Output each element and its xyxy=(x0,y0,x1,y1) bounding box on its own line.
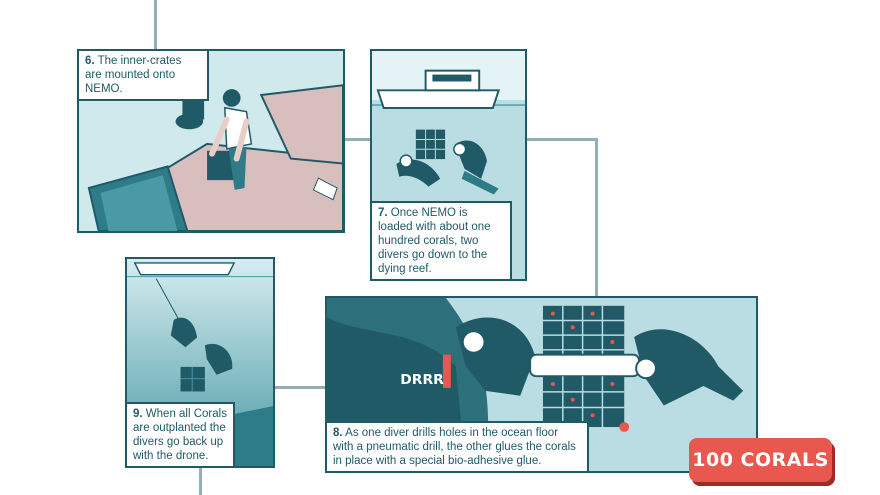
connector-line-6-7 xyxy=(344,138,372,141)
caption-number: 9. xyxy=(133,408,143,420)
caption-panel-8: 8. As one diver drills holes in the ocea… xyxy=(327,421,589,471)
connector-line-7-8-h xyxy=(526,138,598,141)
connector-line-8-9 xyxy=(273,386,327,389)
connector-line-top xyxy=(154,0,157,50)
comic-panel-9: 9. When all Corals are outplanted the di… xyxy=(125,257,275,468)
caption-text: When all Corals are outplanted the diver… xyxy=(133,408,227,462)
comic-panel-7: 7. Once NEMO is loaded with about one hu… xyxy=(370,49,527,281)
panel-6-illustration xyxy=(79,51,343,231)
caption-number: 6. xyxy=(85,55,95,67)
caption-panel-7: 7. Once NEMO is loaded with about one hu… xyxy=(372,201,512,279)
comic-panel-8: DRRR 8. As one diver drills holes in the… xyxy=(325,296,758,473)
caption-panel-6: 6. The inner-crates are mounted onto NEM… xyxy=(79,51,209,101)
connector-line-bottom xyxy=(199,466,202,495)
caption-number: 8. xyxy=(333,427,343,439)
connector-line-7-8-v xyxy=(595,138,598,298)
comic-panel-6: 6. The inner-crates are mounted onto NEM… xyxy=(77,49,345,233)
sfx-drrr: DRRR xyxy=(400,372,444,388)
caption-number: 7. xyxy=(378,207,388,219)
caption-panel-9: 9. When all Corals are outplanted the di… xyxy=(127,402,235,466)
caption-text: As one diver drills holes in the ocean f… xyxy=(333,427,576,467)
coral-count-badge: 100 CORALS xyxy=(689,438,832,482)
caption-text: The inner-crates are mounted onto NEMO. xyxy=(85,55,182,95)
caption-text: Once NEMO is loaded with about one hundr… xyxy=(378,207,491,275)
